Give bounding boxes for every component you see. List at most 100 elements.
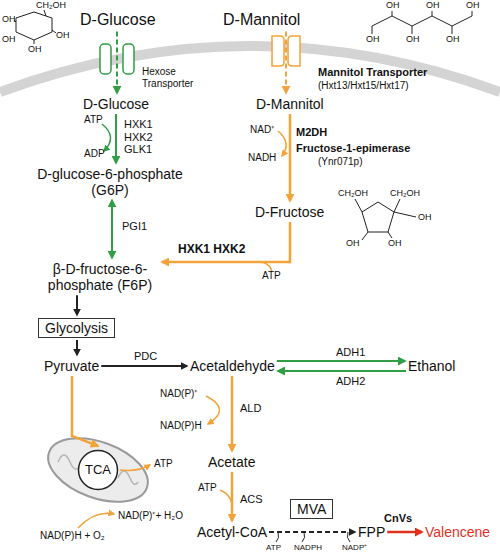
annotation-label: OH <box>2 34 16 44</box>
annotation-label: NAD(P)⁺ <box>160 388 197 400</box>
annotation-label: OH <box>386 0 400 10</box>
node-text: D-Mannitol <box>256 96 324 112</box>
metabolite: Acetaldehyde <box>190 358 275 374</box>
metabolite: D-Mannitol <box>223 11 300 29</box>
flux-arrow <box>72 376 98 446</box>
annotation-label: CH₂OH <box>338 188 368 198</box>
annotation-label: NAD(P)H <box>160 420 202 432</box>
annotation-label: OH <box>366 34 380 44</box>
enzyme-label: ADH2 <box>336 375 365 388</box>
node-text: MVA <box>297 501 326 517</box>
node-text: Valencene <box>425 524 490 540</box>
enzyme-label: M2DH <box>296 126 327 139</box>
flux-arrow <box>101 365 187 367</box>
annotation-label: OH <box>446 34 460 44</box>
annotation-label: ATP <box>262 270 281 282</box>
enzyme-label: ALD <box>240 402 261 415</box>
enzyme-label: ACS <box>240 493 263 506</box>
annotation-label: OH <box>2 14 16 24</box>
annotation-label: Fructose-1-epimerase <box>296 142 410 155</box>
flux-arrow <box>285 31 287 93</box>
annotation-label: OH <box>28 44 42 54</box>
annotation-label: OH <box>346 238 360 248</box>
metabolite: D-Mannitol <box>256 96 324 112</box>
node-text: FPP <box>358 524 385 540</box>
product: Valencene <box>425 524 490 540</box>
metabolite: Pyruvate <box>44 358 99 374</box>
node-text: Acetate <box>208 454 255 470</box>
cell-membrane <box>0 46 500 92</box>
metabolite: D-Fructose <box>255 204 324 220</box>
metabolite: D-Glucose <box>80 11 156 29</box>
enzyme-label: PDC <box>134 350 157 363</box>
flux-arrow <box>76 295 78 315</box>
pathway-box: MVA <box>290 499 333 519</box>
annotation-label: OH <box>426 0 440 10</box>
annotation-label: ATP <box>154 458 173 470</box>
metabolite: β-D-fructose-6-phosphate (F6P) <box>41 261 159 293</box>
mannitol-structure <box>372 11 472 34</box>
enzyme-label: HXK1 HXK2 <box>178 243 245 257</box>
enzyme-label: PGI1 <box>122 220 147 233</box>
metabolite: Acetate <box>208 454 255 470</box>
annotation-label: Hexose Transporter <box>142 66 200 89</box>
flux-arrow <box>111 200 113 258</box>
annotation-label: OH <box>418 212 432 222</box>
flux-arrow <box>116 31 118 93</box>
metabolite: Acetyl-CoA <box>197 524 267 540</box>
flux-arrow <box>289 114 292 201</box>
glucose-structure <box>14 10 56 44</box>
flux-arrow <box>115 114 117 163</box>
node-text: D-Fructose <box>255 204 324 220</box>
flux-arrow <box>387 531 422 534</box>
metabolite: FPP <box>358 524 385 540</box>
annotation-label: ATP <box>84 114 103 126</box>
flux-arrow <box>231 472 234 521</box>
annotation-label: CH₂OH <box>36 0 66 10</box>
node-text: TCA <box>85 463 111 478</box>
annotation-label: OH <box>466 0 480 10</box>
annotation-label: CH₂OH <box>390 188 420 198</box>
annotation-label: ATP <box>266 543 281 552</box>
annotation-label: NAD(P)H + O₂ <box>40 530 105 542</box>
node-text: Acetyl-CoA <box>197 524 267 540</box>
annotation-label: NAD(P)⁺+ H₂O <box>118 510 183 522</box>
annotation-label: Mannitol Transporter <box>318 66 427 79</box>
annotation-label: NADH <box>248 152 276 164</box>
annotation-label: OH <box>56 30 70 40</box>
node-text: D-Glucose <box>83 96 149 112</box>
node-text: D-Mannitol <box>223 11 300 29</box>
node-text: Glycolysis <box>45 320 108 336</box>
annotation-label: NADP⁺ <box>342 543 367 552</box>
enzyme-label: CnVs <box>384 512 412 525</box>
node-text: D-Glucose <box>80 11 156 29</box>
tca-circle: TCA <box>77 449 119 491</box>
annotation-label: (Hxt13/Hxt15/Hxt17) <box>318 80 409 92</box>
annotation-label: OH <box>388 238 402 248</box>
annotation-label: NADPH <box>294 543 322 552</box>
enzyme-label: ADH1 <box>336 346 365 359</box>
annotation-label: (Ynr071p) <box>318 156 362 168</box>
pathway-box: Glycolysis <box>38 318 115 338</box>
metabolite: Ethanol <box>408 358 455 374</box>
annotation-label: NAD⁺ <box>250 124 274 136</box>
flux-arrow <box>277 360 405 362</box>
fructose-structure <box>355 199 416 240</box>
metabolite: D-glucose-6-phosphate (G6P) <box>25 166 195 198</box>
annotation-label: ATP <box>198 482 217 494</box>
flux-arrow <box>278 370 406 372</box>
node-text: Ethanol <box>408 358 455 374</box>
mitochondrion <box>40 426 157 514</box>
node-text: β-D-fructose-6-phosphate (F6P) <box>41 261 159 293</box>
node-text: D-glucose-6-phosphate (G6P) <box>25 166 195 198</box>
flux-arrow <box>269 531 355 533</box>
node-text: Acetaldehyde <box>190 358 275 374</box>
flux-arrow <box>76 340 78 355</box>
node-text: Pyruvate <box>44 358 99 374</box>
enzyme-label: HXK1 HXK2 GLK1 <box>124 118 168 156</box>
flux-arrow <box>162 222 290 262</box>
metabolite: D-Glucose <box>83 96 149 112</box>
flux-arrow <box>231 376 234 451</box>
annotation-label: OH <box>406 34 420 44</box>
